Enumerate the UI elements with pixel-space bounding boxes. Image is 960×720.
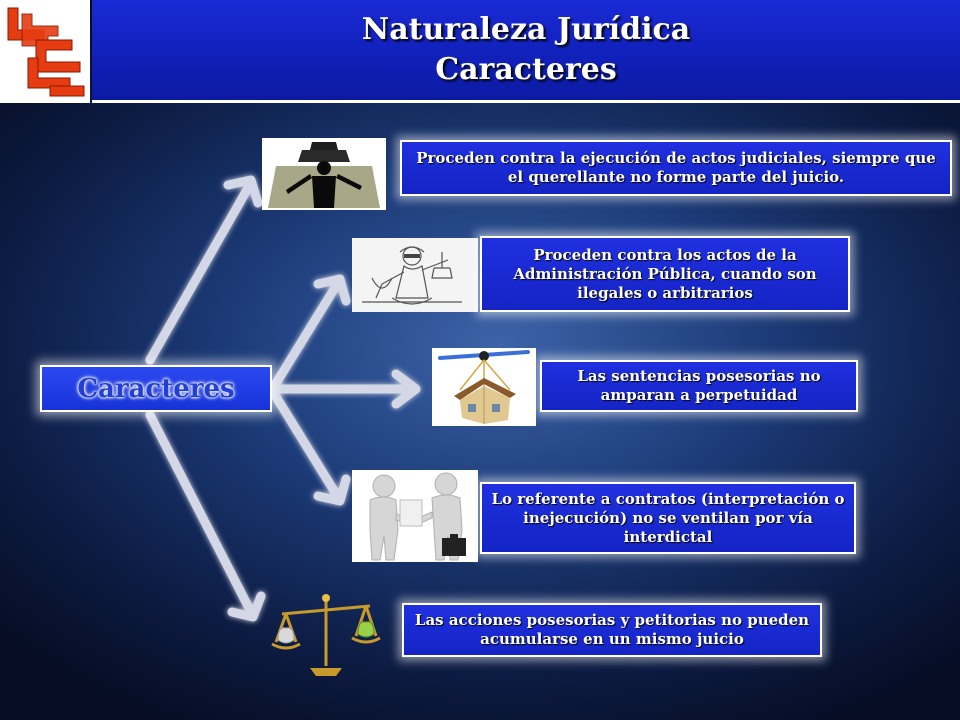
item-1-text: Proceden contra la ejecución de actos ju… xyxy=(416,149,936,186)
item-5-box: Las acciones posesorias y petitorias no … xyxy=(402,603,822,657)
handshake-icon xyxy=(352,470,478,562)
page-subtitle: Caracteres xyxy=(435,52,617,87)
item-4-box: Lo referente a contratos (interpretación… xyxy=(480,482,856,554)
lady-justice-icon xyxy=(352,238,478,312)
title-bar: Naturaleza Jurídica Caracteres xyxy=(92,0,960,103)
arrow-to-item-5 xyxy=(145,410,266,622)
judge-icon xyxy=(262,138,386,210)
arrow-to-item-4 xyxy=(270,390,351,506)
root-label: Caracteres xyxy=(77,373,235,404)
arrow-to-item-3 xyxy=(270,369,421,409)
page-title: Naturaleza Jurídica xyxy=(361,12,691,47)
item-5-text: Las acciones posesorias y petitorias no … xyxy=(414,611,810,648)
item-2-text: Proceden contra los actos de la Administ… xyxy=(513,245,817,302)
house-icon xyxy=(432,348,536,426)
root-node: Caracteres xyxy=(40,365,272,412)
item-3-text: Las sentencias posesorias no amparan a p… xyxy=(577,367,821,404)
scales-icon xyxy=(262,590,390,678)
item-3-box: Las sentencias posesorias no amparan a p… xyxy=(540,360,858,412)
item-4-text: Lo referente a contratos (interpretación… xyxy=(491,489,845,546)
item-1-box: Proceden contra la ejecución de actos ju… xyxy=(400,140,952,196)
logo xyxy=(0,0,90,103)
institution-logo-icon xyxy=(7,7,85,97)
item-2-box: Proceden contra los actos de la Administ… xyxy=(480,236,850,312)
arrow-to-item-2 xyxy=(270,274,351,390)
arrow-to-item-1 xyxy=(145,175,263,365)
